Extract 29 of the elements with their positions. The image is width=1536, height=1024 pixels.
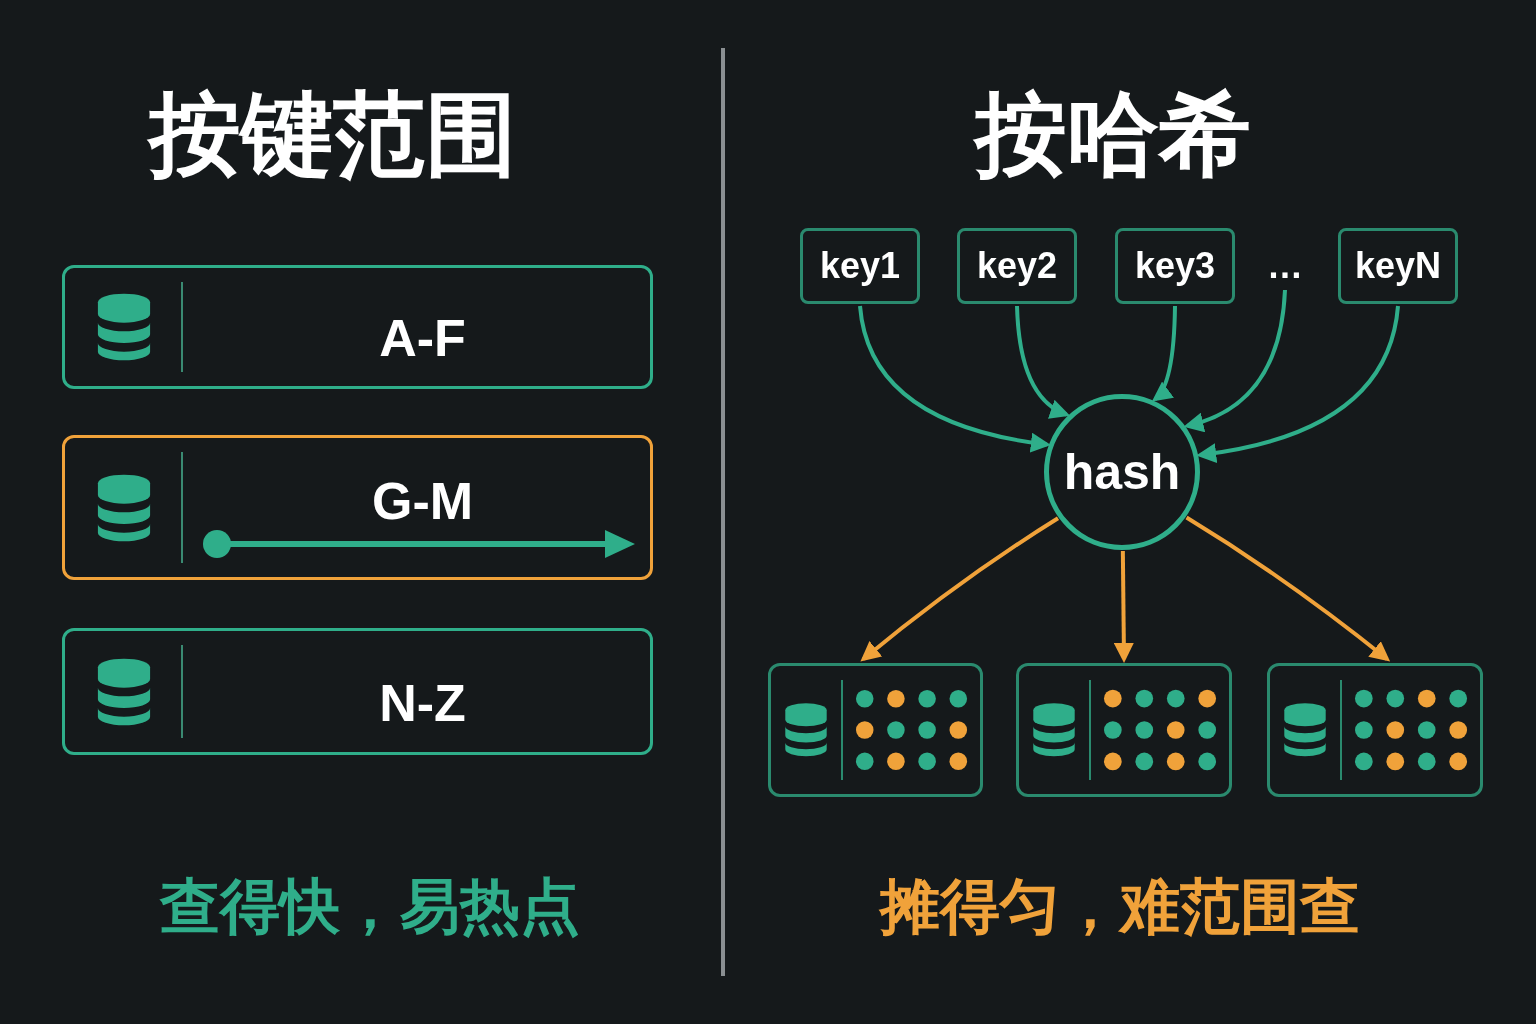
key-box	[800, 228, 920, 304]
range-label: G-M	[371, 471, 474, 532]
arrow	[1183, 289, 1287, 432]
key-label: key3	[1134, 244, 1216, 288]
arrow	[860, 516, 1060, 662]
storage-bucket	[768, 663, 983, 797]
arrow	[1185, 515, 1391, 662]
storage-bucket	[1016, 663, 1232, 797]
range-partition-box	[62, 628, 653, 755]
storage-bucket	[1267, 663, 1483, 797]
key-label: keyN	[1354, 244, 1442, 288]
key-label: key1	[819, 244, 901, 288]
key-box	[1115, 228, 1235, 304]
summary-text: 查得快，易热点	[160, 872, 580, 942]
section-heading: 按键范围	[149, 82, 517, 187]
range-partition-box	[62, 435, 653, 580]
summary-text: 摊得匀，难范围查	[880, 872, 1360, 942]
key-box	[1338, 228, 1458, 304]
key-label: key2	[976, 244, 1058, 288]
range-label: A-F	[379, 308, 466, 369]
arrow	[1015, 305, 1071, 418]
hash-label: hash	[1063, 442, 1181, 502]
arrow	[1113, 550, 1134, 663]
range-partition-box	[62, 265, 653, 389]
section-heading: 按哈希	[975, 82, 1251, 187]
key-box	[957, 228, 1077, 304]
ellipsis-text: …	[1267, 244, 1303, 288]
arrow	[1152, 305, 1177, 402]
range-label: N-Z	[379, 672, 466, 734]
